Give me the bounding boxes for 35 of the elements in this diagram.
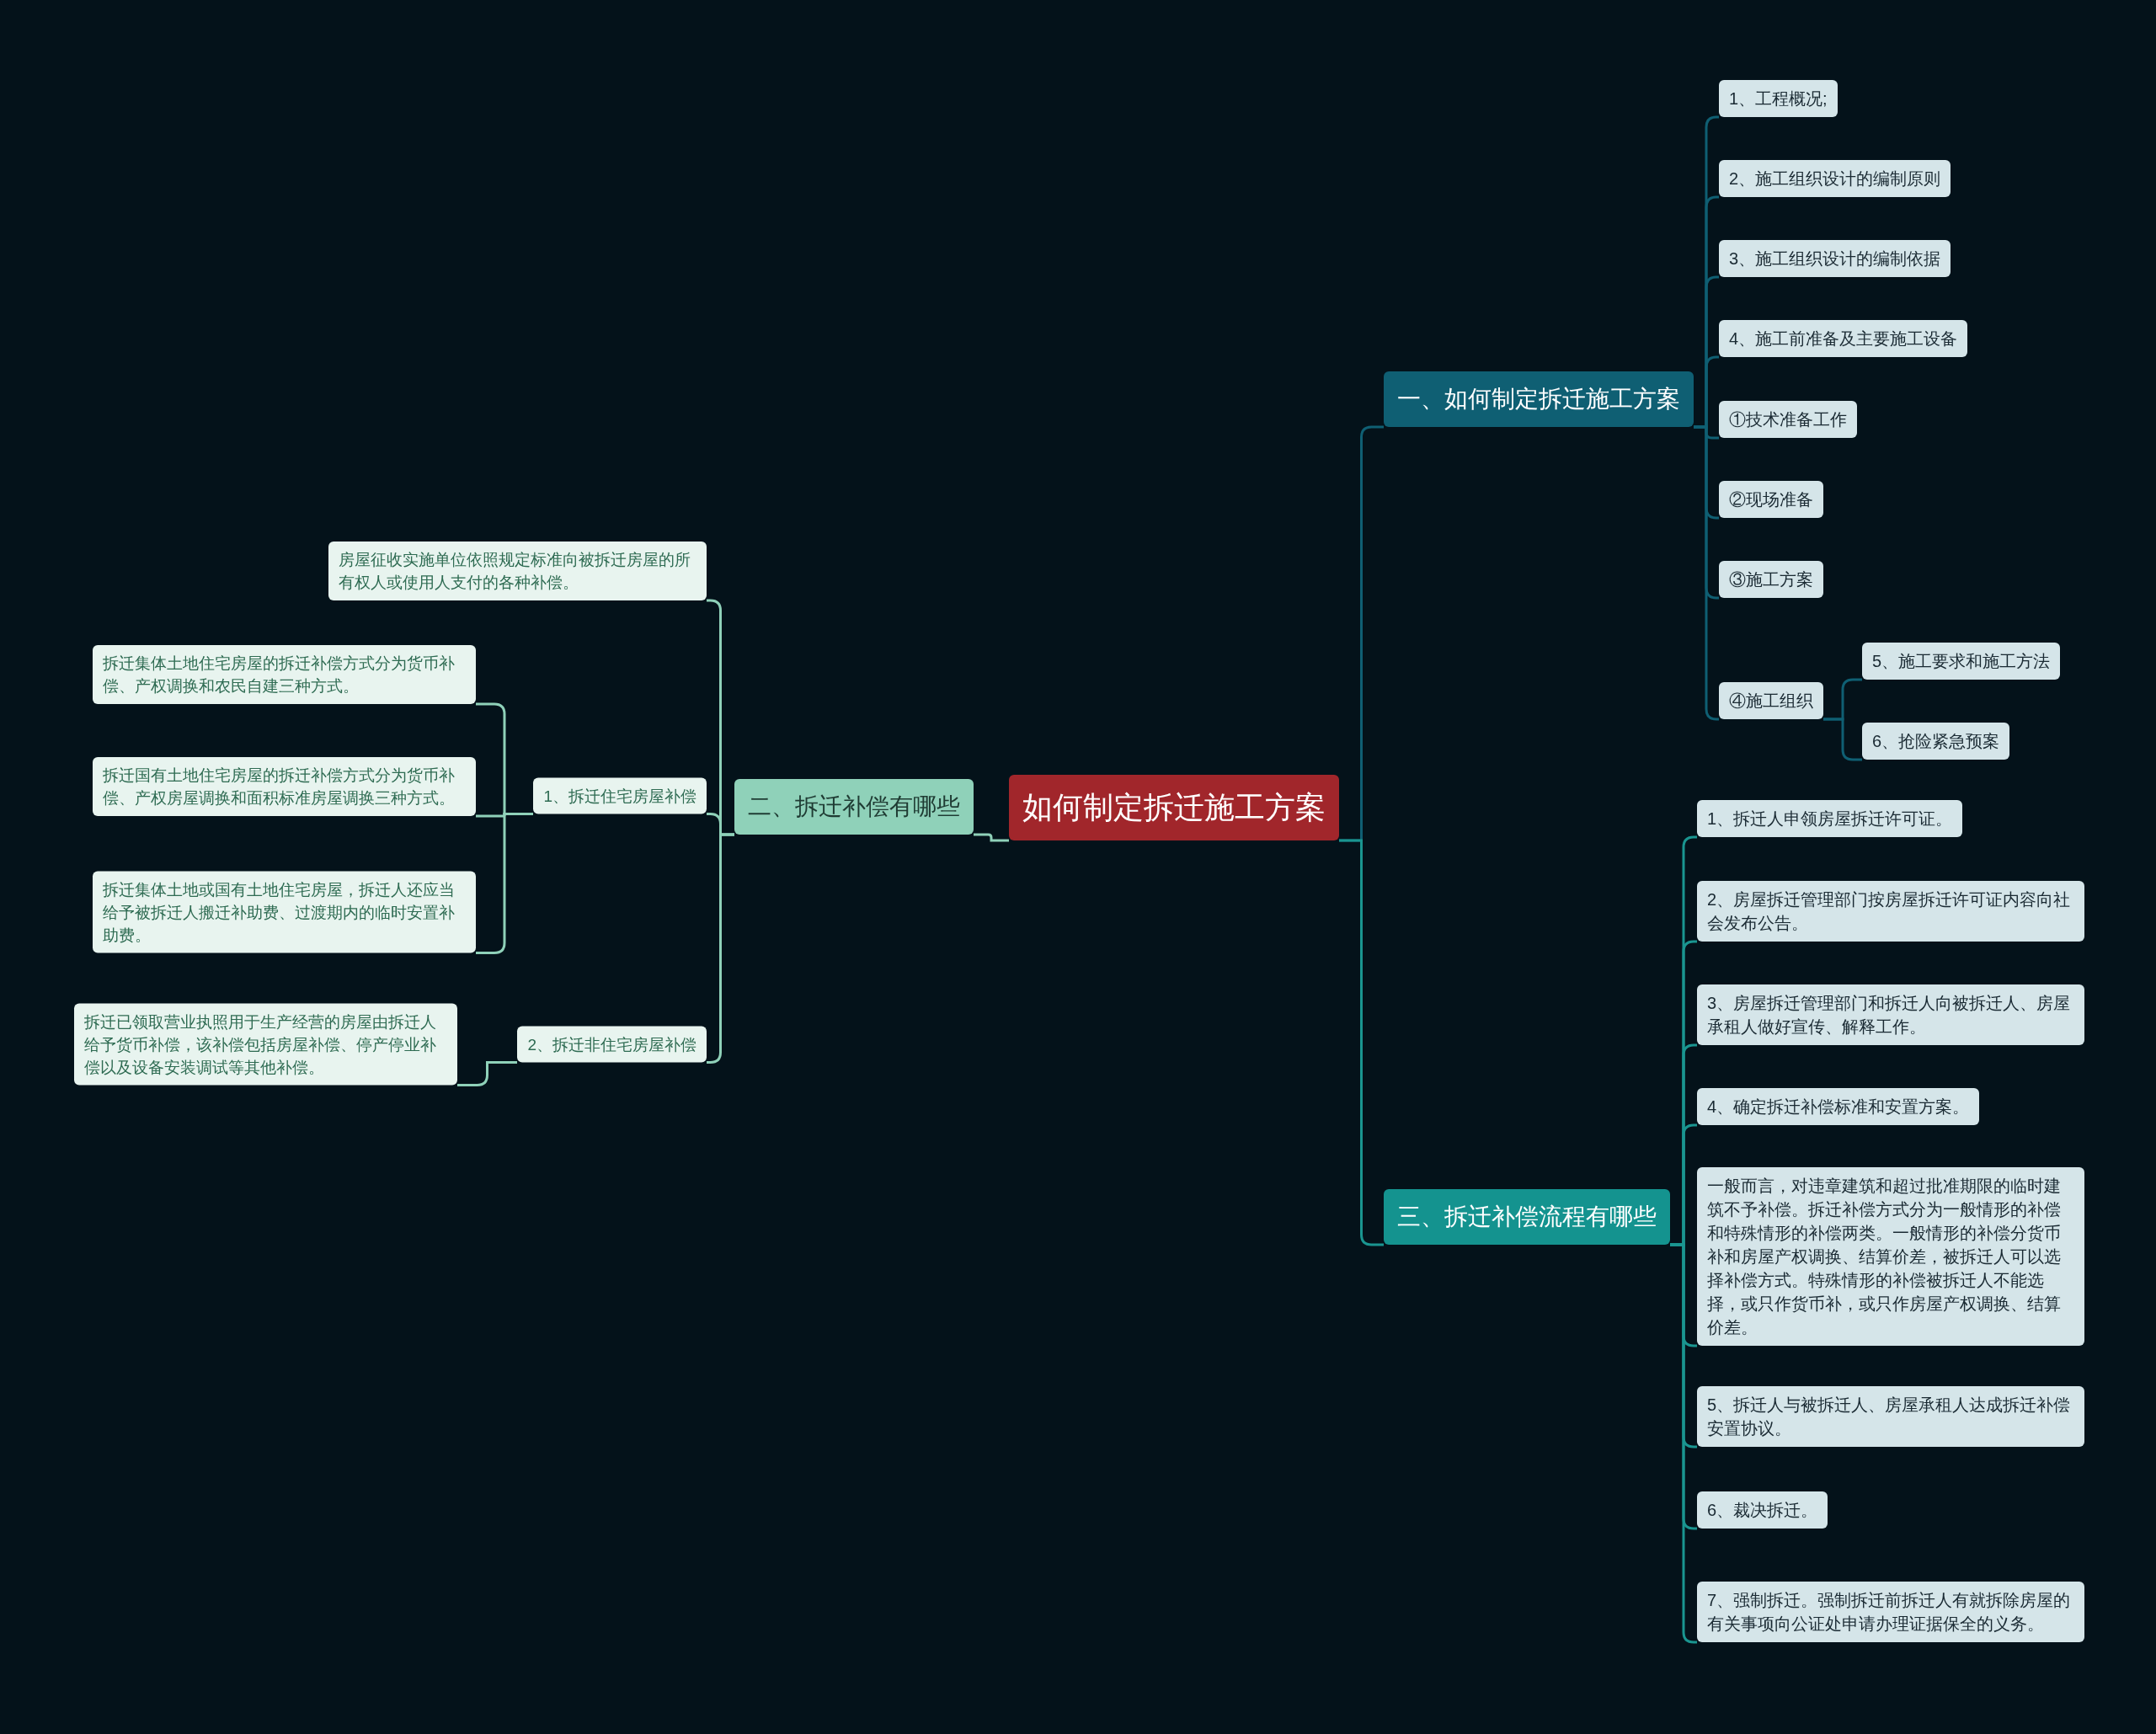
central-topic: 如何制定拆迁施工方案 — [1009, 775, 1339, 840]
subtopic-box: 6、裁决拆迁。 — [1697, 1491, 1828, 1529]
subtopic-box: 5、施工要求和施工方法 — [1862, 643, 2061, 680]
subtopic-box: 3、施工组织设计的编制依据 — [1719, 240, 1951, 277]
subtopic-box: 2、拆迁非住宅房屋补偿 — [517, 1026, 707, 1063]
connector-line — [974, 833, 1009, 842]
subtopic-box: 1、拆迁人申领房屋拆迁许可证。 — [1697, 800, 1963, 837]
subtopic-box: 5、拆迁人与被拆迁人、房屋承租人达成拆迁补偿安置协议。 — [1697, 1386, 2084, 1447]
subtopic-box: 6、抢险紧急预案 — [1862, 723, 2010, 760]
subtopic-box: 7、强制拆迁。强制拆迁前拆迁人有就拆除房屋的有关事项向公证处申请办理证据保全的义务。 — [1697, 1582, 2084, 1642]
subtopic-box: ④施工组织 — [1719, 682, 1823, 719]
subtopic-box: 房屋征收实施单位依照规定标准向被拆迁房屋的所有权人或使用人支付的各种补偿。 — [328, 542, 707, 600]
subtopic-box: 4、施工前准备及主要施工设备 — [1719, 320, 1968, 357]
subtopic-box: 拆迁集体土地住宅房屋的拆迁补偿方式分为货币补偿、产权调换和农民自建三种方式。 — [93, 645, 476, 704]
branch-topic: 三、拆迁补偿流程有哪些 — [1384, 1189, 1670, 1245]
subtopic-box: 1、拆迁住宅房屋补偿 — [533, 777, 707, 814]
connector-line — [1823, 718, 1862, 761]
subtopic-box: 拆迁国有土地住宅房屋的拆迁补偿方式分为货币补偿、产权房屋调换和面积标准房屋调换三种方式。 — [93, 757, 476, 816]
subtopic-box: 2、施工组织设计的编制原则 — [1719, 160, 1951, 197]
branch-topic: 一、如何制定拆迁施工方案 — [1384, 371, 1694, 427]
subtopic-box: 拆迁已领取营业执照用于生产经营的房屋由拆迁人给予货币补偿，该补偿包括房屋补偿、停产停业补偿以及设备安装调试等其他补偿。 — [74, 1003, 457, 1086]
connector-line — [1339, 839, 1384, 1246]
subtopic-box: 一般而言，对违章建筑和超过批准期限的临时建筑不予补偿。拆迁补偿方式分为一般情形的补偿和特殊情形的补偿两类。一般情形的补偿分货币补和房屋产权调换、结算价差，被拆迁人可以选择补偿方式。特殊情形的补偿被拆迁人不能选择，或只作货币补，或只作房屋产权调换、结算价差。 — [1697, 1167, 2084, 1346]
subtopic-box: ②现场准备 — [1719, 481, 1823, 518]
subtopic-box: 3、房屋拆迁管理部门和拆迁人向被拆迁人、房屋承租人做好宣传、解释工作。 — [1697, 984, 2084, 1045]
subtopic-box: 1、工程概况; — [1719, 80, 1838, 117]
connector-line — [1694, 425, 1719, 721]
subtopic-box: ①技术准备工作 — [1719, 401, 1857, 438]
branch-topic: 二、拆迁补偿有哪些 — [734, 779, 974, 835]
subtopic-box: ③施工方案 — [1719, 561, 1823, 598]
connector-line — [1670, 1243, 1697, 1644]
subtopic-box: 4、确定拆迁补偿标准和安置方案。 — [1697, 1088, 1980, 1125]
subtopic-box: 拆迁集体土地或国有土地住宅房屋，拆迁人还应当给予被拆迁人搬迁补助费、过渡期内的临时安置补助费。 — [93, 871, 476, 953]
subtopic-box: 2、房屋拆迁管理部门按房屋拆迁许可证内容向社会发布公告。 — [1697, 881, 2084, 942]
connector-line — [457, 1061, 517, 1086]
